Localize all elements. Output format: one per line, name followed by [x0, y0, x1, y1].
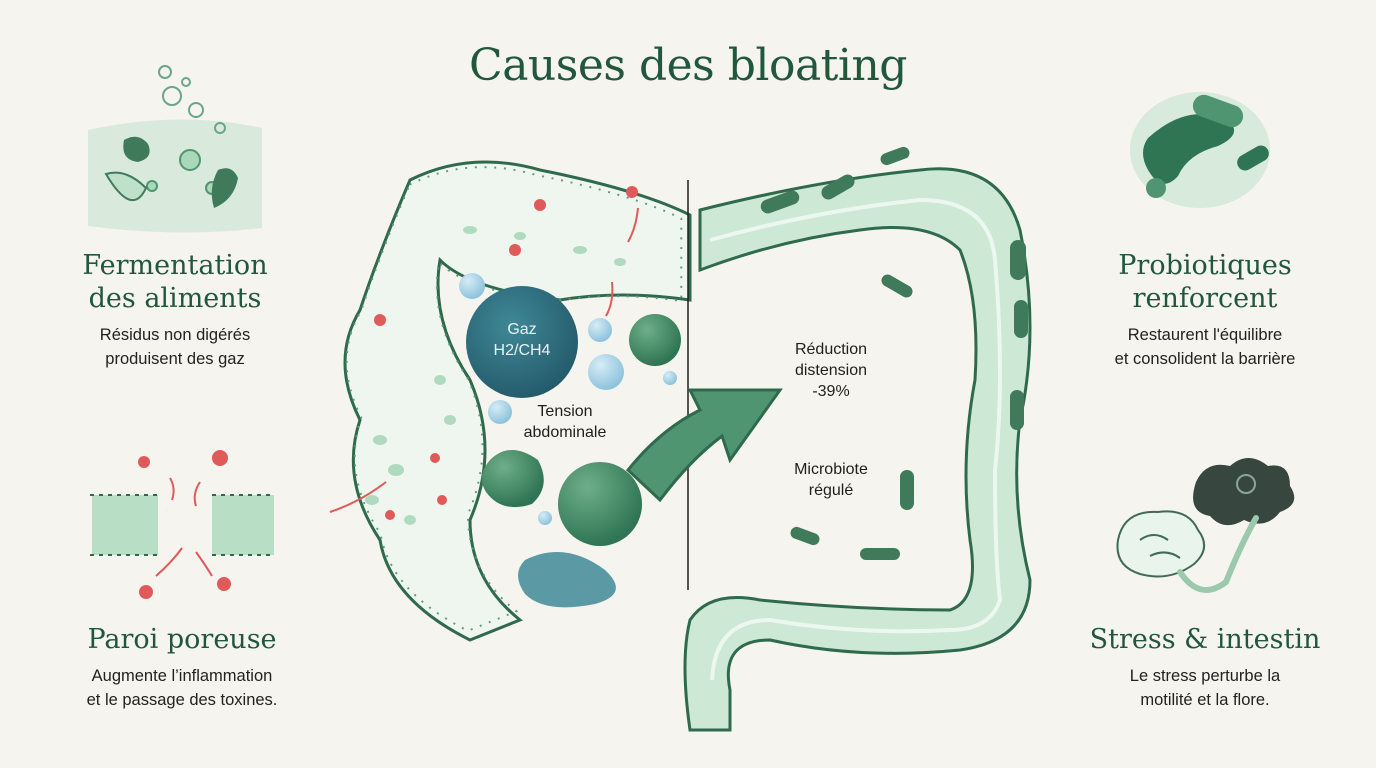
panel-probiotics-title: Probiotiques renforcent — [1118, 250, 1292, 314]
reduction-label: Réduction distension -39% — [794, 341, 868, 400]
leaky-gut-wall-icon — [90, 450, 274, 599]
panel-porous-wall-desc: Augmente l’inflammation et le passage de… — [86, 666, 278, 709]
brain-gut-cloud-icon — [1116, 458, 1295, 593]
panel-probiotics: Probiotiques renforcent Restaurent l'équ… — [1072, 250, 1338, 372]
panel-stress-title: Stress & intestin — [1089, 624, 1321, 655]
gas-label: Gaz H2/CH4 — [493, 321, 551, 359]
improvement-arrow — [625, 388, 783, 503]
healthy-colon — [683, 146, 1032, 732]
panel-fermentation: Fermentation des aliments Résidus non di… — [50, 250, 300, 372]
page-title: Causes des bloating — [469, 40, 907, 91]
panel-porous-wall: Paroi poreuse Augmente l’inflammation et… — [50, 624, 314, 713]
panel-stress: Stress & intestin Le stress perturbe la … — [1072, 624, 1338, 713]
probiotic-bacteria-icon — [1130, 92, 1270, 208]
tension-label: Tension abdominale — [523, 403, 607, 441]
gas-bubble-cluster — [459, 273, 681, 608]
panel-porous-wall-title: Paroi poreuse — [87, 624, 277, 655]
panel-stress-desc: Le stress perturbe la motilité et la flo… — [1129, 666, 1281, 709]
microbiote-label: Microbiote régulé — [794, 461, 868, 499]
fermentation-bubbles-icon — [88, 65, 262, 233]
inflamed-intestine — [329, 160, 692, 642]
panel-fermentation-desc: Résidus non digérés produisent des gaz — [99, 325, 251, 368]
panel-fermentation-title: Fermentation des aliments — [82, 250, 268, 314]
panel-probiotics-desc: Restaurent l'équilibre et consolident la… — [1114, 325, 1296, 368]
